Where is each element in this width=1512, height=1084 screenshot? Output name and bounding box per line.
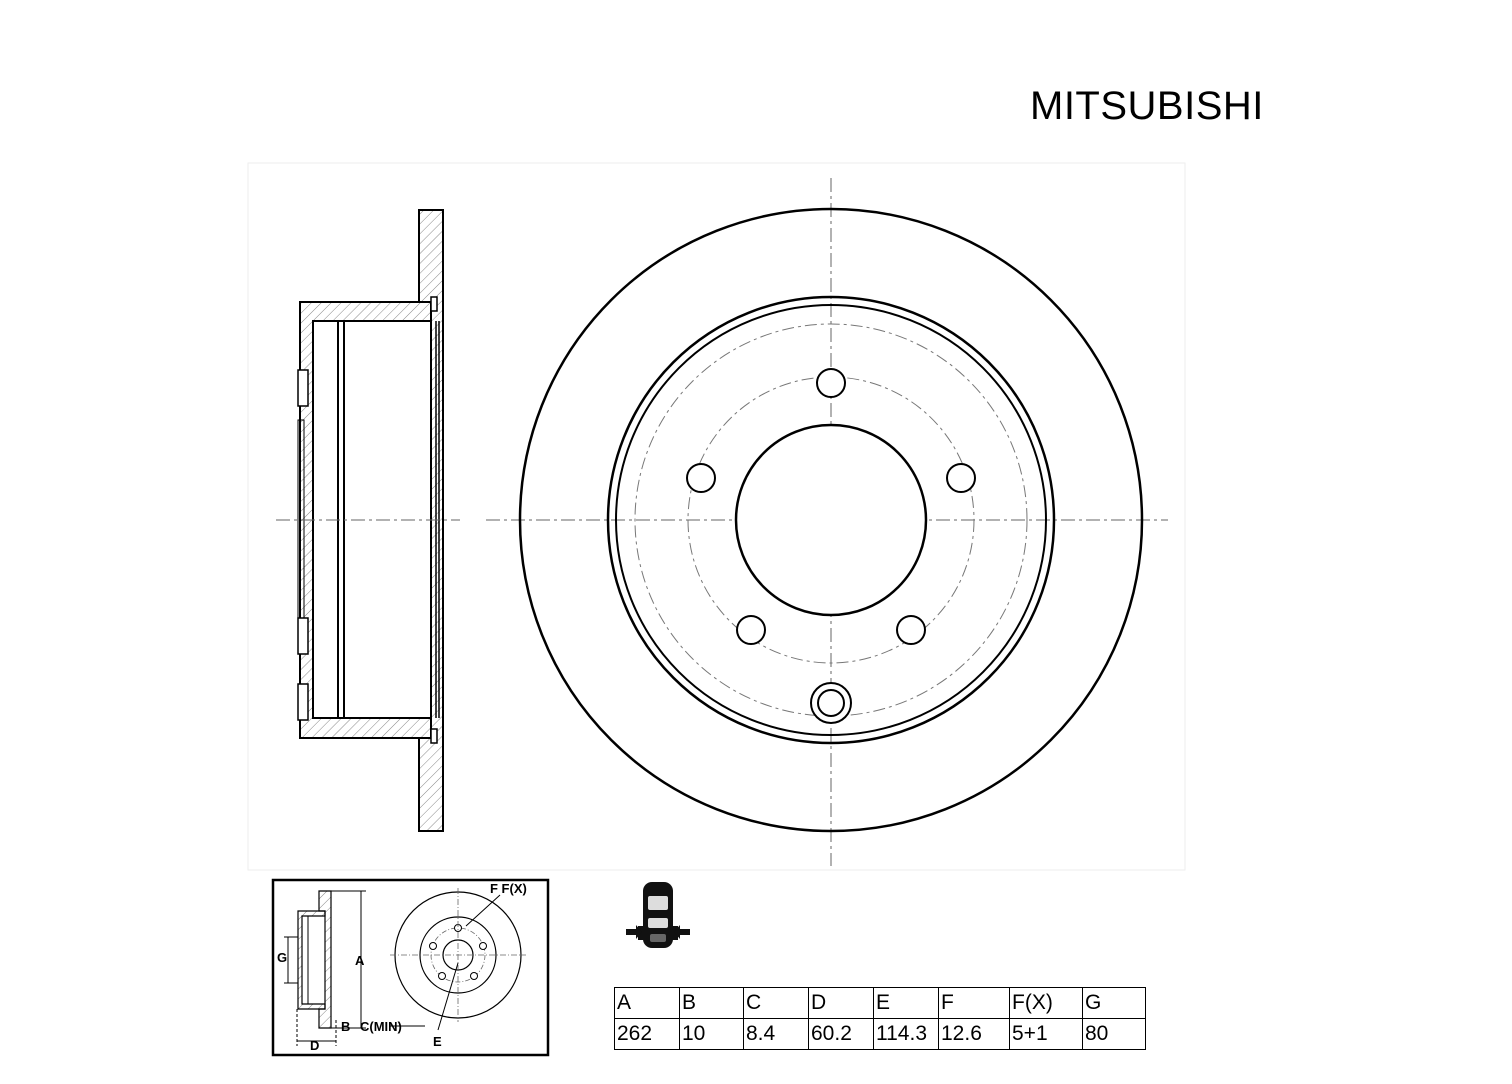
brand-title: MITSUBISHI: [1030, 84, 1264, 128]
header-d: D: [808, 987, 874, 1019]
label-c-min: C(MIN): [360, 1019, 402, 1034]
locating-hole: [810, 682, 852, 724]
value-c: 8.4: [743, 1018, 809, 1050]
label-e: E: [433, 1034, 442, 1049]
bolt-holes: [686, 368, 976, 645]
spec-value-row: 262 10 8.4 60.2 114.3 12.6 5+1 80: [614, 1018, 1146, 1050]
center-bore: [734, 423, 928, 617]
label-f-fx: F F(X): [490, 881, 527, 896]
spec-header-row: A B C D E F F(X) G: [614, 987, 1146, 1019]
rear-axle-icon: [626, 882, 690, 948]
value-g: 80: [1082, 1018, 1146, 1050]
disc-outer-edge: [518, 207, 1144, 833]
spec-table: A B C D E F F(X) G 262 10 8.4 60.2 114.3…: [614, 987, 1146, 1050]
drawing-frame: [247, 162, 1186, 871]
header-f: F: [938, 987, 1010, 1019]
value-a: 262: [614, 1018, 680, 1050]
value-fx: 5+1: [1009, 1018, 1083, 1050]
label-d: D: [310, 1038, 319, 1053]
reference-diagram: F F(X) G A B C(MIN) D E: [271, 878, 550, 1057]
label-a: A: [355, 953, 365, 968]
value-b: 10: [679, 1018, 744, 1050]
header-e: E: [873, 987, 939, 1019]
header-b: B: [679, 987, 744, 1019]
hat-outer-edge: [606, 295, 1056, 745]
label-b: B: [341, 1019, 350, 1034]
front-view: [486, 178, 1168, 866]
header-g: G: [1082, 987, 1146, 1019]
header-c: C: [743, 987, 809, 1019]
label-g: G: [277, 950, 287, 965]
value-f: 12.6: [938, 1018, 1010, 1050]
header-fx: F(X): [1009, 987, 1083, 1019]
side-section-view: [276, 209, 460, 832]
value-d: 60.2: [808, 1018, 874, 1050]
header-a: A: [614, 987, 680, 1019]
value-e: 114.3: [873, 1018, 939, 1050]
